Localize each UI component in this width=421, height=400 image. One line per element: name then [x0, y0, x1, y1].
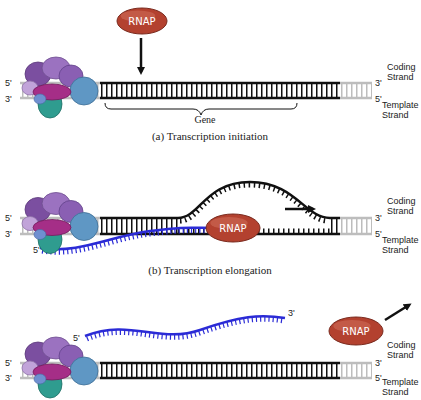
rnap-ellipse: [206, 214, 260, 242]
direction-arrow: [285, 208, 313, 211]
strand-end: 5': [5, 358, 12, 368]
enzyme-label: RNAP: [219, 223, 246, 234]
rnap-enzyme: RNAP: [116, 7, 168, 35]
binding-arrow: [140, 38, 143, 72]
strand-end: 3': [5, 229, 12, 239]
rna-strand: [85, 316, 285, 339]
strand-name: Coding Strand: [387, 196, 421, 216]
strand-end: 3': [5, 94, 12, 104]
strand-end: 5': [375, 373, 382, 383]
strand-name: Template Strand: [382, 377, 421, 397]
promoter-complex: [22, 57, 98, 118]
rnap-ellipse: [329, 317, 383, 345]
gene-label: Gene: [194, 114, 215, 125]
promoter-complex: [22, 193, 98, 254]
rnap-ellipse: [117, 8, 167, 34]
strand-name: Template Strand: [382, 235, 421, 255]
panel-caption: (b) Transcription elongation: [148, 264, 271, 276]
strand-end: 3': [375, 213, 382, 223]
rna-end: 5': [33, 245, 40, 255]
panel-caption: (a) Transcription initiation: [152, 130, 268, 142]
strand-end: 5': [375, 94, 382, 104]
strand-end: 3': [375, 358, 382, 368]
rna-end: 5': [73, 333, 80, 343]
release-arrow: [385, 305, 409, 320]
strand-name: Coding Strand: [387, 340, 421, 360]
gene-brace: [105, 103, 297, 115]
enzyme-label: RNAP: [342, 326, 369, 337]
rnap-enzyme: RNAP: [328, 316, 384, 346]
promoter-complex: [22, 337, 98, 398]
rna-end: 3': [288, 308, 295, 318]
strand-end: 5': [375, 229, 382, 239]
strand-end: 3': [5, 373, 12, 383]
strand-end: 5': [5, 78, 12, 88]
strand-end: 5': [5, 213, 12, 223]
rnap-enzyme: RNAP: [205, 213, 261, 243]
enzyme-label: RNAP: [128, 16, 155, 27]
strand-name: Template Strand: [382, 100, 421, 120]
strand-name: Coding Strand: [387, 62, 421, 82]
strand-end: 3': [375, 78, 382, 88]
